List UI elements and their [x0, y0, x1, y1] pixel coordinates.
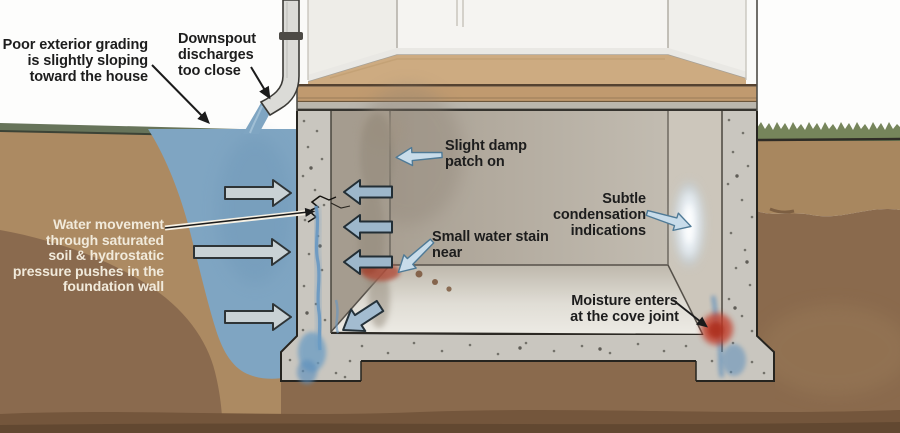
downspout-bracket — [279, 32, 303, 40]
cove-joint-stain — [701, 295, 746, 378]
soil-right — [756, 122, 900, 433]
basement-floor — [330, 265, 703, 335]
arrow-condensation — [645, 209, 692, 232]
soil-bottom-bands — [0, 410, 900, 433]
sill-plate — [297, 102, 757, 109]
label-grading: Poor exterior grading is slightly slopin… — [2, 37, 148, 85]
arrow-moisture-cove — [672, 299, 708, 328]
grade-strip — [0, 123, 297, 141]
wood-floor — [297, 55, 757, 84]
pressure-arrows-interior — [343, 179, 393, 275]
downspout-water — [243, 101, 270, 134]
annotation-arrows — [151, 64, 708, 328]
label-water-stain: Small water stain near — [432, 229, 549, 261]
arrow-water-stain — [397, 238, 435, 274]
arrow-grading — [151, 64, 210, 124]
arrow-damp-patch — [395, 146, 443, 167]
grass-right — [757, 122, 900, 141]
downspout — [259, 0, 303, 117]
arrow-water-movement — [164, 207, 316, 229]
rim-joist — [297, 86, 757, 102]
arrow-downspout — [250, 66, 271, 100]
label-damp-patch: Slight damp patch on — [445, 138, 527, 170]
water-seep-stain — [297, 205, 340, 384]
label-water-movement: Water movement through saturated soil & … — [12, 216, 164, 294]
label-downspout: Downspout discharges too close — [178, 31, 257, 79]
floor-slab-edge — [297, 335, 757, 361]
label-cove-joint: Moisture enters at the cove joint — [570, 293, 679, 325]
cove-arrow — [342, 299, 385, 333]
house-first-floor — [296, 0, 758, 112]
pressure-arrows-exterior — [193, 179, 292, 331]
label-condensation: Subtle condensation indications — [552, 191, 646, 239]
